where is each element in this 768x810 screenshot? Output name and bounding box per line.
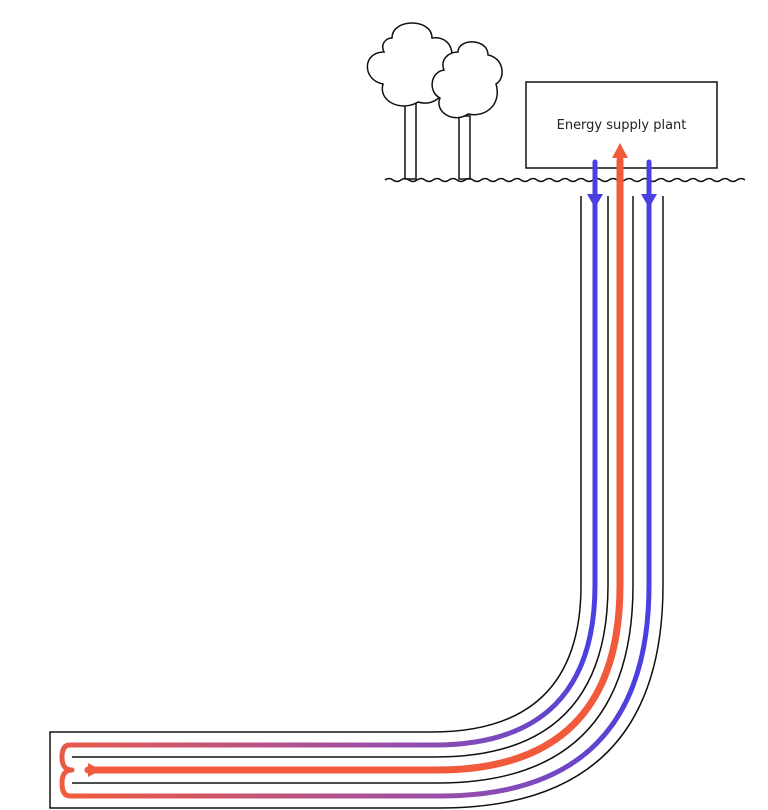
tree-icon	[431, 41, 503, 180]
flow-arrow-right-icon	[88, 763, 101, 777]
hot-flow-pipe	[84, 156, 624, 774]
flow-arrow-down-icon	[641, 194, 657, 208]
ground-line	[384, 177, 746, 183]
inner-pipe-wall-left	[72, 196, 609, 758]
flow-arrow-down-icon	[587, 194, 603, 208]
tree-icon	[366, 22, 453, 180]
borehole-casing	[49, 196, 664, 809]
inner-pipe-wall-right	[72, 196, 634, 784]
flow-arrow-up-icon	[612, 143, 628, 158]
cold-flow-loop	[59, 159, 652, 799]
